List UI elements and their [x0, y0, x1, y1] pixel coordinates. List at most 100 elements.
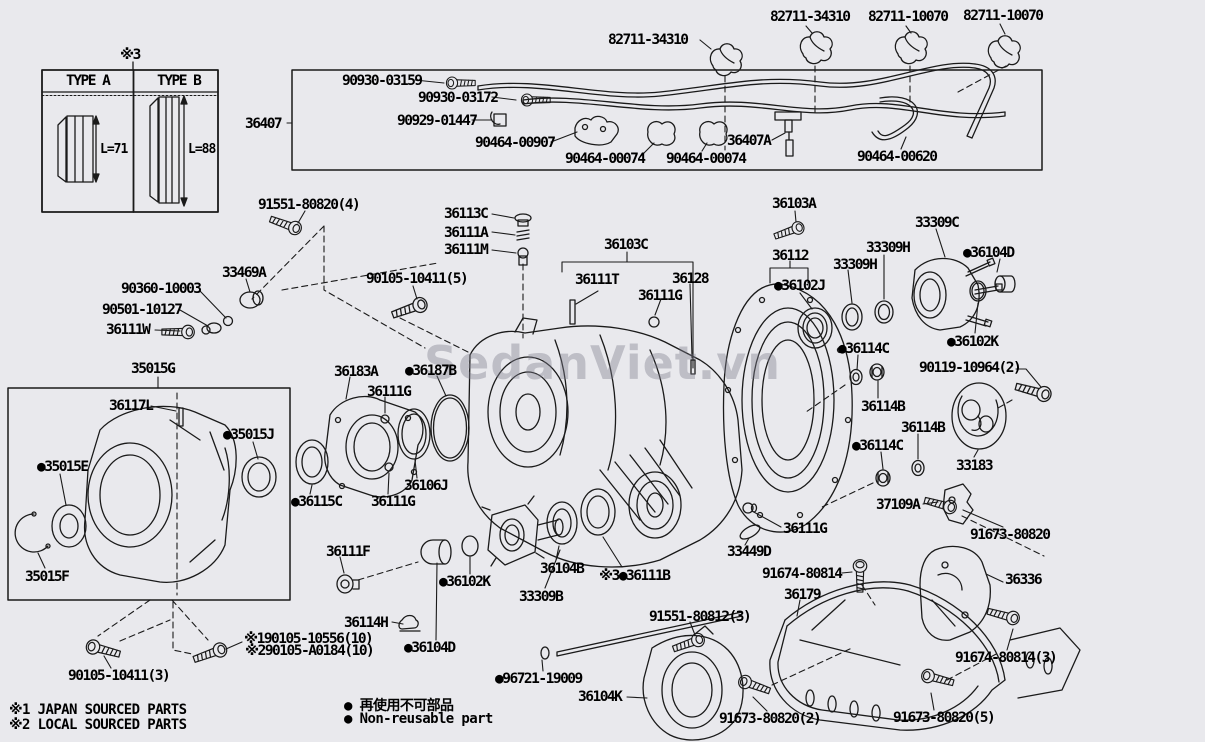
part-label: 36111M — [444, 242, 489, 258]
watermark: SedanViet.vn — [424, 336, 781, 390]
companion-flange-art — [911, 257, 1016, 331]
part-label: 91674-80814(3) — [955, 650, 1058, 666]
legend-nonreusable-en: ● Non-reusable part — [344, 711, 493, 727]
part-label: 36111G — [783, 521, 828, 537]
part-label: 36407A — [727, 133, 772, 149]
part-label: 33309H — [866, 240, 911, 256]
part-label: 90105-10411(3) — [68, 668, 171, 684]
part-label: 90501-10127 — [102, 302, 183, 318]
type-box-art — [41, 61, 219, 213]
part-label: 90464-00907 — [475, 135, 556, 151]
sensor-and-cover-art — [540, 611, 744, 741]
part-label: ●36114C — [838, 341, 890, 357]
dashed-lines — [97, 65, 1045, 686]
oil-tube-assembly-art — [291, 62, 1043, 171]
part-label: 82711-34310 — [608, 32, 689, 48]
part-label: 36114H — [344, 615, 389, 631]
part-label: 36104K — [578, 689, 623, 705]
part-label: 36106J — [404, 478, 449, 494]
part-label: 36111G — [371, 494, 416, 510]
part-label: 36111T — [575, 272, 620, 288]
part-label: 36111W — [106, 322, 151, 338]
part-label: 36103C — [604, 237, 649, 253]
part-label: 36112 — [772, 248, 810, 264]
part-label: 33309H — [833, 257, 878, 273]
type-a-header: TYPE A — [66, 73, 111, 89]
part-label: ●36115C — [291, 494, 343, 510]
part-label: 90929-01447 — [397, 113, 478, 129]
part-label: ●35015E — [37, 459, 89, 475]
part-label: ●96721-19009 — [495, 671, 583, 687]
chain-cover-art — [722, 219, 894, 533]
part-label: ●36102K — [947, 334, 999, 350]
part-label: ●36102J — [774, 278, 826, 294]
type-a-dimension: L=71 — [100, 142, 128, 157]
type-b-header: TYPE B — [157, 73, 202, 89]
protector-art — [769, 581, 1081, 731]
part-label: 36114B — [901, 420, 946, 436]
detent-parts-art — [514, 213, 532, 266]
brackets-art — [670, 483, 1022, 698]
part-label: ●36102K — [439, 574, 491, 590]
part-label: 36114B — [861, 399, 906, 415]
part-label: 90930-03159 — [342, 73, 423, 89]
type-box-marker: ※3 — [120, 47, 141, 63]
leader-lines — [37, 23, 1042, 712]
part-label: 36111G — [638, 288, 683, 304]
part-label: 33449D — [727, 544, 772, 560]
part-label: ※290105-A0184(10) — [245, 643, 375, 659]
part-label: 36111G — [367, 384, 412, 400]
part-label: 36113C — [444, 206, 489, 222]
part-label: 90464-00074 — [565, 151, 646, 167]
part-label: 36128 — [672, 271, 710, 287]
part-label: 91673-80820(2) — [719, 711, 822, 727]
tube-clips-art — [709, 31, 1021, 77]
part-label: 35015G — [131, 361, 176, 377]
part-label: 90464-00074 — [666, 151, 747, 167]
part-label: 35015F — [25, 569, 70, 585]
legend-local-sourced: ※2 LOCAL SOURCED PARTS — [9, 717, 187, 733]
part-label: 37109A — [876, 497, 921, 513]
part-label: 36104B — [540, 561, 585, 577]
part-label: 90105-10411(5) — [366, 271, 469, 287]
part-label: 82711-10070 — [868, 9, 949, 25]
part-label: 91673-80820 — [970, 527, 1051, 543]
legend-japan-sourced: ※1 JAPAN SOURCED PARTS — [9, 702, 187, 718]
transfer-case-art — [467, 299, 743, 568]
part-label: 36183A — [334, 364, 379, 380]
part-label: 91551-80820(4) — [258, 197, 361, 213]
part-label: 91674-80814 — [762, 566, 843, 582]
part-label: 36179 — [784, 587, 822, 603]
part-label: 36117L — [109, 398, 154, 414]
part-label: 33183 — [956, 458, 994, 474]
part-label: 36111F — [326, 544, 371, 560]
part-label: ●36187B — [405, 363, 457, 379]
part-label: 33309C — [915, 215, 960, 231]
part-label: ●36114C — [852, 438, 904, 454]
part-label: ●36104D — [963, 245, 1015, 261]
part-label: 90360-10003 — [121, 281, 202, 297]
part-label: 36103A — [772, 196, 817, 212]
part-label: 36407 — [245, 116, 283, 132]
front-retainer-art — [267, 212, 470, 498]
output-flange-art — [84, 488, 761, 667]
part-label: 90119-10964(2) — [919, 360, 1022, 376]
part-label: 82711-10070 — [963, 8, 1044, 24]
part-label: 36111A — [444, 225, 489, 241]
part-label: 90464-00620 — [857, 149, 938, 165]
part-label: 33469A — [222, 265, 267, 281]
legend-nonreusable-jp: ● 再使用不可部品 — [344, 698, 454, 714]
part-label: ●35015J — [223, 427, 275, 443]
part-label: 91551-80812(3) — [649, 609, 752, 625]
extension-housing-art — [7, 387, 291, 601]
type-b-dimension: L=88 — [188, 142, 216, 157]
part-label: ※3●36111B — [599, 568, 671, 584]
part-label: ●36104D — [404, 640, 456, 656]
part-label: 91673-80820(5) — [893, 710, 996, 726]
part-label: 36336 — [1005, 572, 1043, 588]
part-label: ※190105-10556(10) — [244, 631, 374, 647]
damper-art — [849, 363, 1054, 487]
part-label: 90930-03172 — [418, 90, 499, 106]
